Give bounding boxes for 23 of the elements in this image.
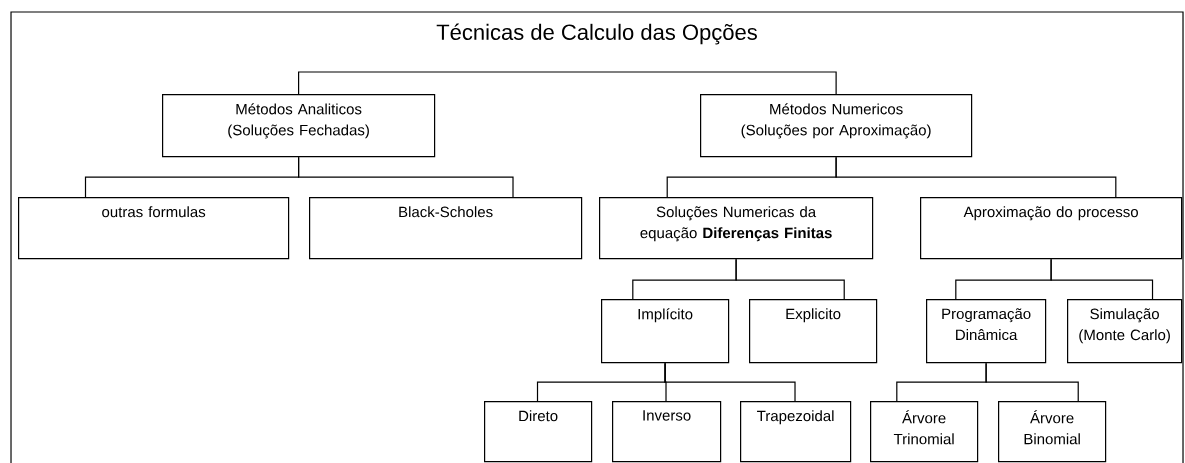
box: Explicito bbox=[749, 299, 878, 364]
box: Árvore Binomial bbox=[998, 401, 1107, 463]
box: Aproximação do processo bbox=[920, 197, 1183, 260]
box: Métodos Numericos (Soluções por Aproximação) bbox=[700, 94, 973, 158]
box: Implícito bbox=[601, 299, 730, 364]
box: Métodos Analiticos (Soluções Fechadas) bbox=[162, 94, 436, 158]
connector bbox=[985, 362, 1079, 402]
connector bbox=[298, 71, 837, 95]
box: Trapezoidal bbox=[740, 401, 852, 463]
box: Direto bbox=[484, 401, 593, 463]
box: Inverso bbox=[612, 401, 722, 463]
box: Árvore Trinomial bbox=[870, 401, 979, 463]
box: Black-Scholes bbox=[309, 197, 583, 260]
connector bbox=[1050, 258, 1154, 300]
box: Simulação (Monte Carlo) bbox=[1067, 299, 1183, 364]
connector bbox=[298, 156, 514, 198]
connector bbox=[735, 258, 845, 300]
box: Soluções Numericas da equação Diferenças Finitas bbox=[599, 197, 874, 260]
title: Técnicas de Calculo das Opções bbox=[436, 23, 757, 45]
connector bbox=[835, 156, 1117, 198]
connector bbox=[664, 362, 796, 402]
box: outras formulas bbox=[18, 197, 290, 260]
box: Programação Dinâmica bbox=[926, 299, 1047, 364]
